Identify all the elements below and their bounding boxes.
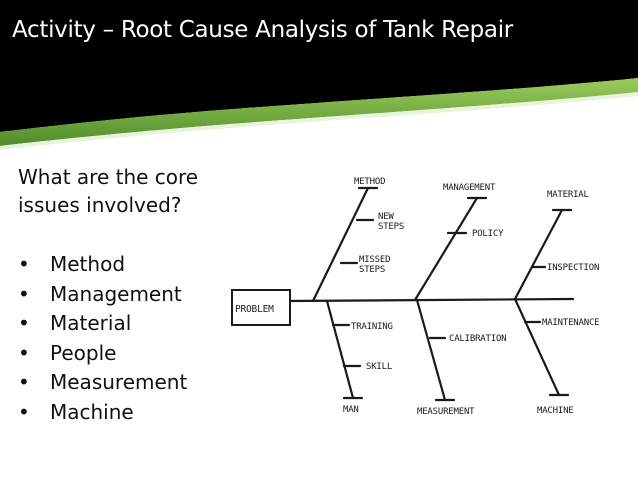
header-black-band [0, 0, 638, 132]
bullet-dot: • [18, 340, 30, 365]
bullet-item-method: • Method [18, 250, 187, 280]
bullet-dot: • [18, 252, 30, 276]
bullet-item-material: • Material [18, 309, 187, 339]
bullet-item-people: • People [18, 339, 187, 369]
problem-label: PROBLEM [235, 304, 274, 315]
bullet-label: Method [50, 252, 126, 276]
bullet-label: People [50, 340, 117, 365]
cause-line: NEW [378, 212, 394, 222]
bullet-item-management: • Management [18, 280, 187, 310]
bullet-item-measurement: • Measurement [18, 368, 187, 398]
cause-maintenance: MAINTENANCE [542, 318, 599, 328]
cause-inspection: INSPECTION [547, 263, 599, 273]
bullet-label: Measurement [50, 370, 188, 395]
cause-training: TRAINING [351, 322, 393, 332]
bullet-label: Management [50, 281, 182, 306]
category-measurement: MEASUREMENT [417, 407, 475, 417]
bullet-item-machine: • Machine [18, 398, 187, 428]
rib-material [513, 208, 564, 301]
cause-skill: SKILL [366, 362, 392, 372]
bullet-dot: • [18, 370, 30, 395]
category-machine: MACHINE [537, 406, 574, 416]
rib-method [311, 186, 370, 303]
cause-line: MISSED [359, 255, 390, 265]
header-banner [0, 0, 638, 150]
problem-box [231, 289, 291, 326]
rib-machine [513, 297, 561, 397]
question-text: What are the core issues involved? [18, 165, 199, 217]
category-man: MAN [343, 405, 359, 415]
bullet-label: Material [50, 311, 132, 336]
cause-calibration: CALIBRATION [449, 334, 506, 344]
category-management: MANAGEMENT [443, 183, 496, 193]
bullet-dot: • [18, 311, 30, 336]
rib-man [325, 299, 355, 400]
header-green-swoosh [0, 78, 638, 146]
cause-new-steps: NEW STEPS [378, 212, 404, 232]
bullet-dot: • [18, 281, 30, 306]
rib-management [413, 196, 479, 302]
bullet-label: Machine [50, 399, 134, 424]
fishbone-diagram: PROBLEM METHOD MANAGEMENT MATERIAL MAN M… [231, 177, 600, 417]
cause-policy: POLICY [472, 229, 504, 239]
spine-line [288, 297, 575, 303]
cause-missed-steps: MISSED STEPS [359, 255, 396, 275]
header-light-line [0, 92, 638, 150]
category-material: MATERIAL [547, 190, 589, 200]
slide-title: Activity – Root Cause Analysis of Tank R… [12, 17, 513, 43]
category-method: METHOD [354, 177, 385, 187]
cause-line: STEPS [378, 222, 404, 232]
category-bullet-list: • Method • Management • Material • People • M… [18, 250, 187, 428]
cause-line: STEPS [359, 265, 385, 275]
rib-measurement [415, 298, 447, 402]
bullet-dot: • [18, 399, 30, 424]
